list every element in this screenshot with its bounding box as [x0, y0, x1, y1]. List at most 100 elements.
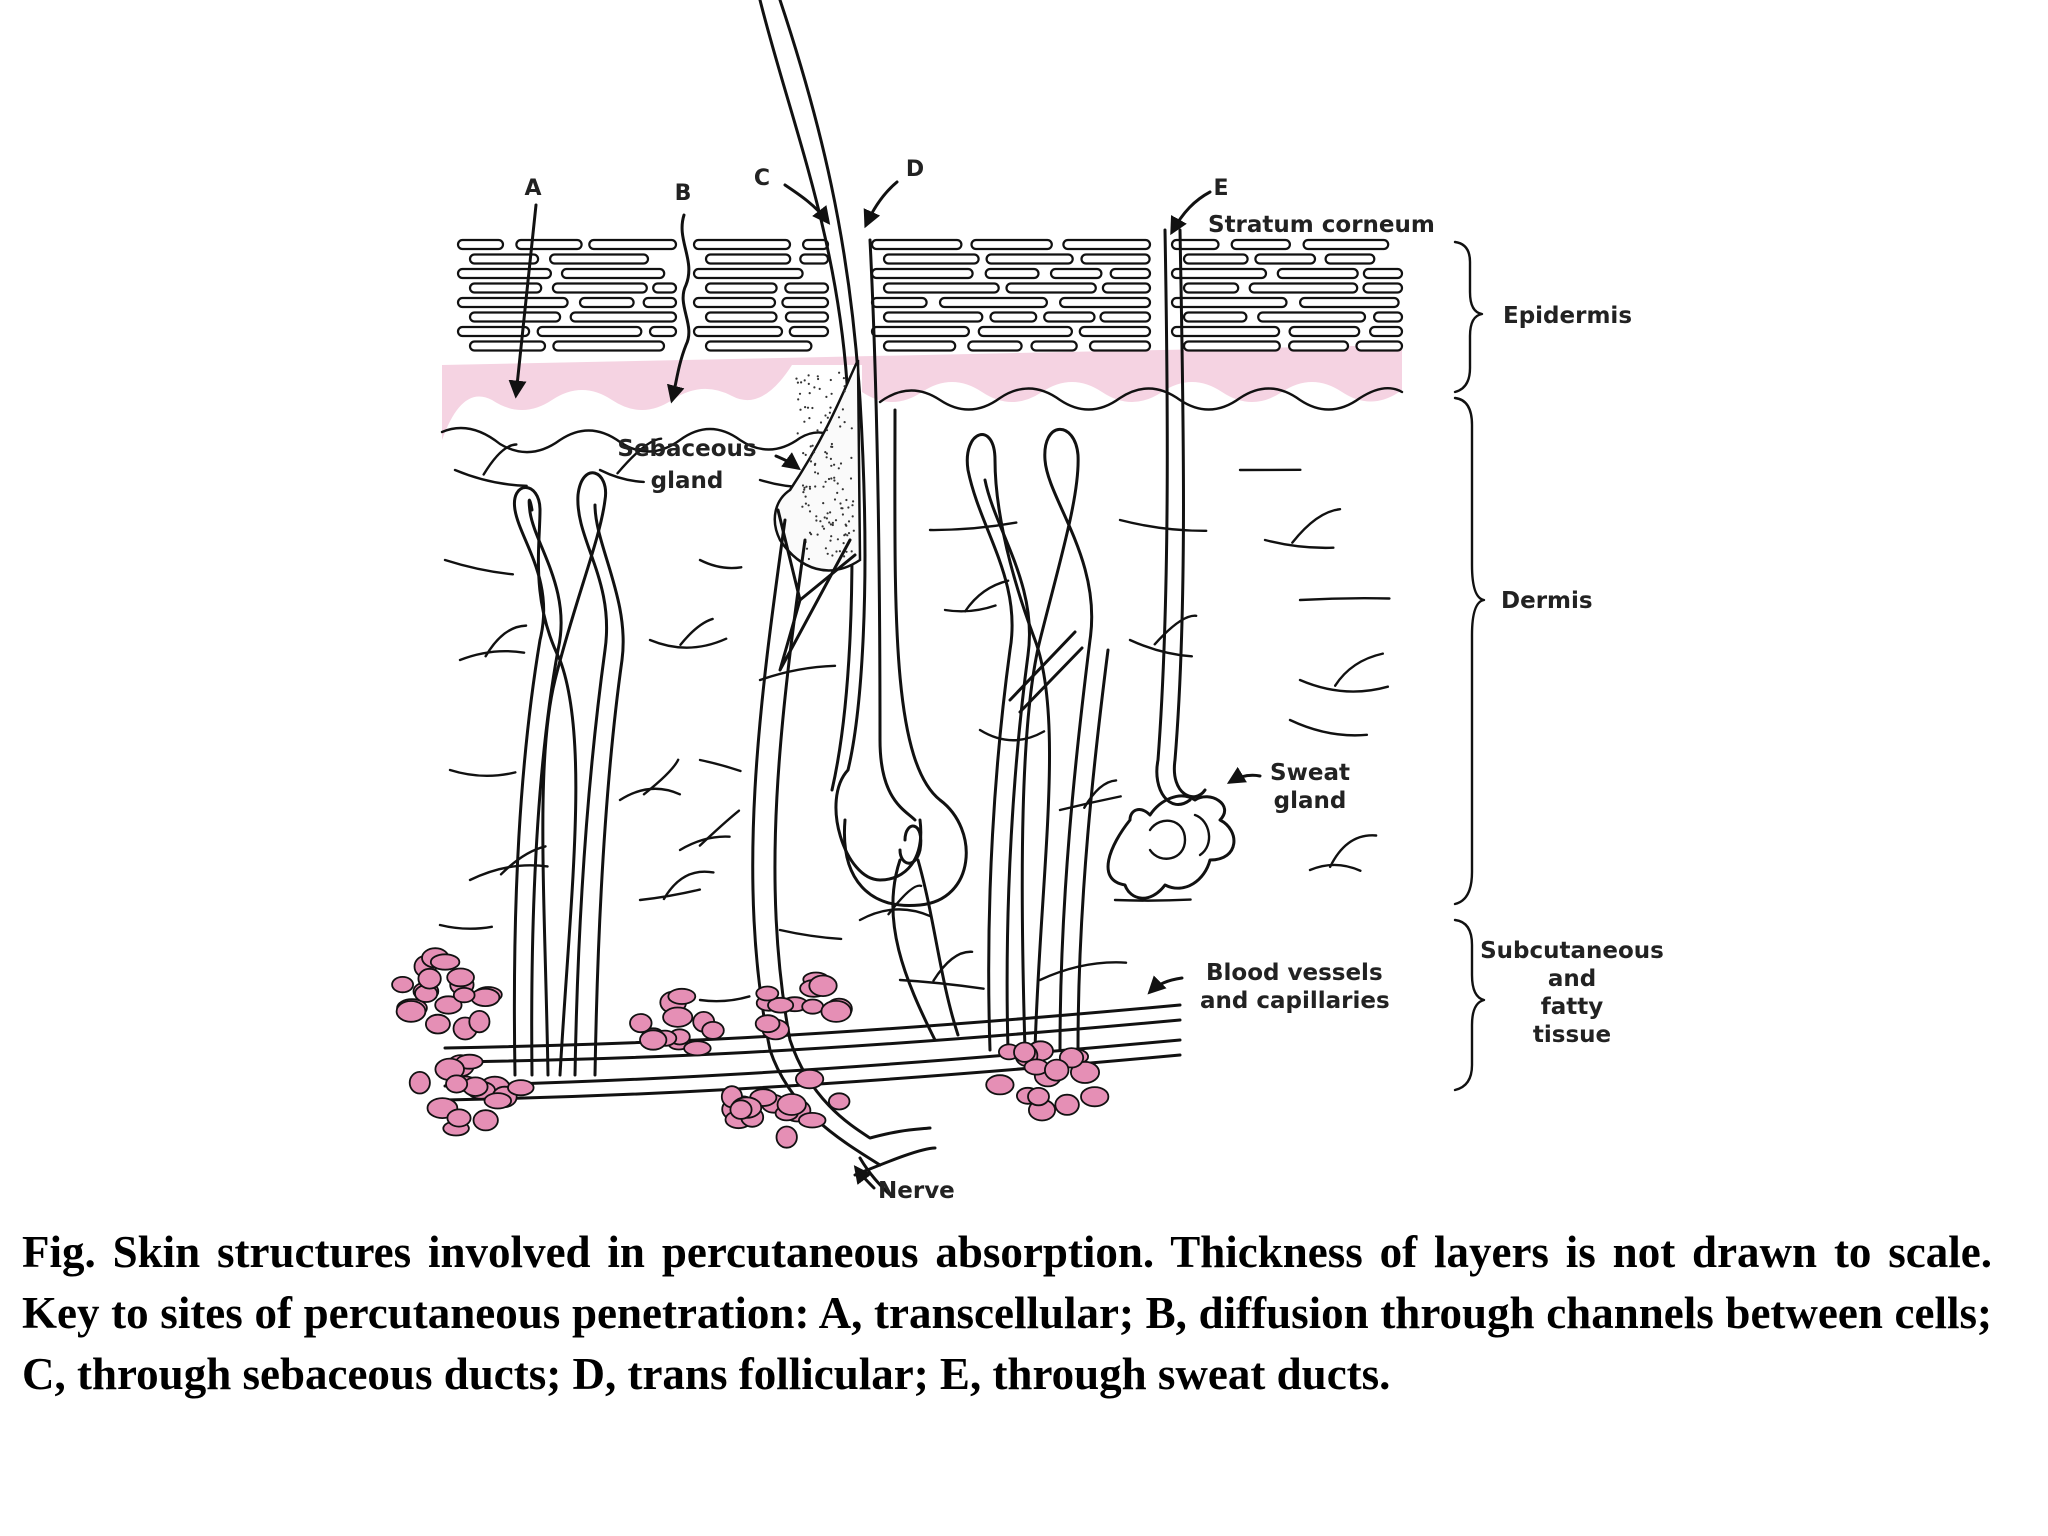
fat-cell: [483, 1092, 513, 1110]
epidermis-border-right: [878, 386, 1404, 411]
stipple-dot: [851, 504, 854, 507]
stipple-dot: [796, 381, 800, 384]
keratin-cell: [1298, 296, 1400, 309]
keratin-cell: [692, 325, 784, 338]
keratin-cell: [552, 340, 666, 352]
label-nerve: Nerve: [878, 1178, 955, 1204]
stipple-dot: [826, 416, 829, 419]
keratin-cell: [799, 253, 830, 265]
stipple-dot: [828, 411, 832, 414]
stipple-dot: [804, 495, 807, 498]
stipple-dot: [797, 398, 800, 401]
capillary-loops-left: [512, 471, 625, 1077]
fat-cell: [662, 1006, 694, 1028]
dermis-fiber-branch: [679, 617, 714, 646]
stratum-corneum-cells: [456, 238, 1404, 352]
fat-cell: [701, 1021, 725, 1040]
stipple-dot: [796, 432, 799, 435]
dermis-fiber: [978, 728, 1046, 742]
stipple-dot: [852, 500, 855, 503]
dermis-fiber-branch: [1333, 652, 1384, 687]
stipple-dot: [834, 519, 838, 522]
keratin-cell: [692, 296, 777, 309]
keratin-cell: [882, 253, 980, 265]
stipple-dot: [806, 406, 810, 409]
label-blood-line1: Blood vessels: [1206, 960, 1383, 986]
stipple-dot: [816, 533, 819, 536]
keratin-cell: [1170, 238, 1220, 251]
dermis-fiber: [438, 923, 493, 930]
stipple-dot: [843, 390, 846, 393]
stipple-dot: [830, 464, 833, 467]
fat-cell: [429, 953, 461, 971]
arrow-d: [863, 180, 899, 229]
stipple-dot: [805, 485, 808, 488]
fat-cell: [775, 1125, 798, 1149]
keratin-cell: [784, 311, 830, 323]
keratin-cell: [1248, 282, 1359, 294]
stipple-dot: [805, 547, 809, 550]
dermis-fiber: [778, 928, 843, 941]
keratin-cell: [456, 296, 569, 309]
stipple-dot: [800, 381, 803, 384]
keratin-cell: [970, 238, 1053, 251]
fat-cell: [1070, 1060, 1101, 1084]
dermis-fiber-branch: [1291, 508, 1342, 544]
dermis-fiber-branch: [1083, 779, 1118, 809]
dermis-fiber: [1128, 638, 1194, 658]
keratin-cell: [1302, 238, 1390, 251]
label-e: E: [1213, 176, 1228, 201]
arrow-sebaceous: [774, 452, 801, 471]
stipple-dot: [837, 467, 840, 470]
fat-cell: [754, 1014, 781, 1034]
dermis-fiber: [1118, 518, 1208, 533]
stipple-dot: [822, 502, 825, 505]
stipple-dot: [808, 485, 812, 488]
fat-cell: [1013, 1041, 1036, 1063]
keratin-cell: [882, 282, 1000, 294]
stipple-dot: [841, 507, 844, 510]
stipple-dot: [825, 456, 828, 459]
stipple-dot: [824, 451, 827, 454]
keratin-cell: [456, 325, 531, 338]
stipple-dot: [838, 550, 842, 553]
penetration-arrows: [508, 180, 1262, 1190]
stipple-dot: [841, 488, 844, 491]
label-subcutaneous-line2: and: [1548, 966, 1596, 992]
arrow-a: [508, 203, 538, 399]
label-dermis: Dermis: [1501, 588, 1593, 614]
keratin-cell: [938, 296, 1049, 309]
sweat-gland: [1106, 228, 1236, 900]
label-subcutaneous-line3: fatty: [1541, 994, 1604, 1020]
stipple-dot: [831, 521, 835, 525]
dermis-brace: [1453, 396, 1486, 906]
arrow-sweat: [1226, 766, 1262, 784]
dermis-fiber: [698, 995, 751, 1003]
keratin-cell: [1257, 311, 1367, 323]
keratin-cell: [1182, 311, 1248, 323]
keratin-cell: [784, 282, 830, 294]
label-epidermis: Epidermis: [1503, 303, 1632, 329]
label-sweat-line2: gland: [1274, 788, 1347, 814]
fat-cell: [472, 1109, 499, 1132]
dermis-fiber-branch: [482, 443, 518, 476]
stipple-dot: [844, 533, 847, 536]
keratin-cell: [1058, 296, 1152, 309]
stipple-dot: [807, 504, 810, 507]
dermis-fiber: [1038, 961, 1128, 982]
stipple-dot: [849, 477, 853, 480]
fat-cell: [395, 1000, 427, 1023]
keratin-cell: [704, 282, 778, 294]
label-subcutaneous-line4: tissue: [1533, 1022, 1611, 1048]
fat-cell: [985, 1074, 1015, 1096]
keratin-cell: [1362, 267, 1404, 280]
arrow-nerve: [853, 1165, 876, 1190]
stipple-dot: [795, 377, 798, 380]
label-d: D: [906, 157, 924, 182]
stipple-dot: [804, 406, 807, 409]
dermis-fiber: [698, 558, 743, 570]
stipple-dot: [802, 491, 805, 494]
dermis-fiber-branch: [964, 579, 1010, 613]
fat-cell: [1054, 1093, 1080, 1116]
